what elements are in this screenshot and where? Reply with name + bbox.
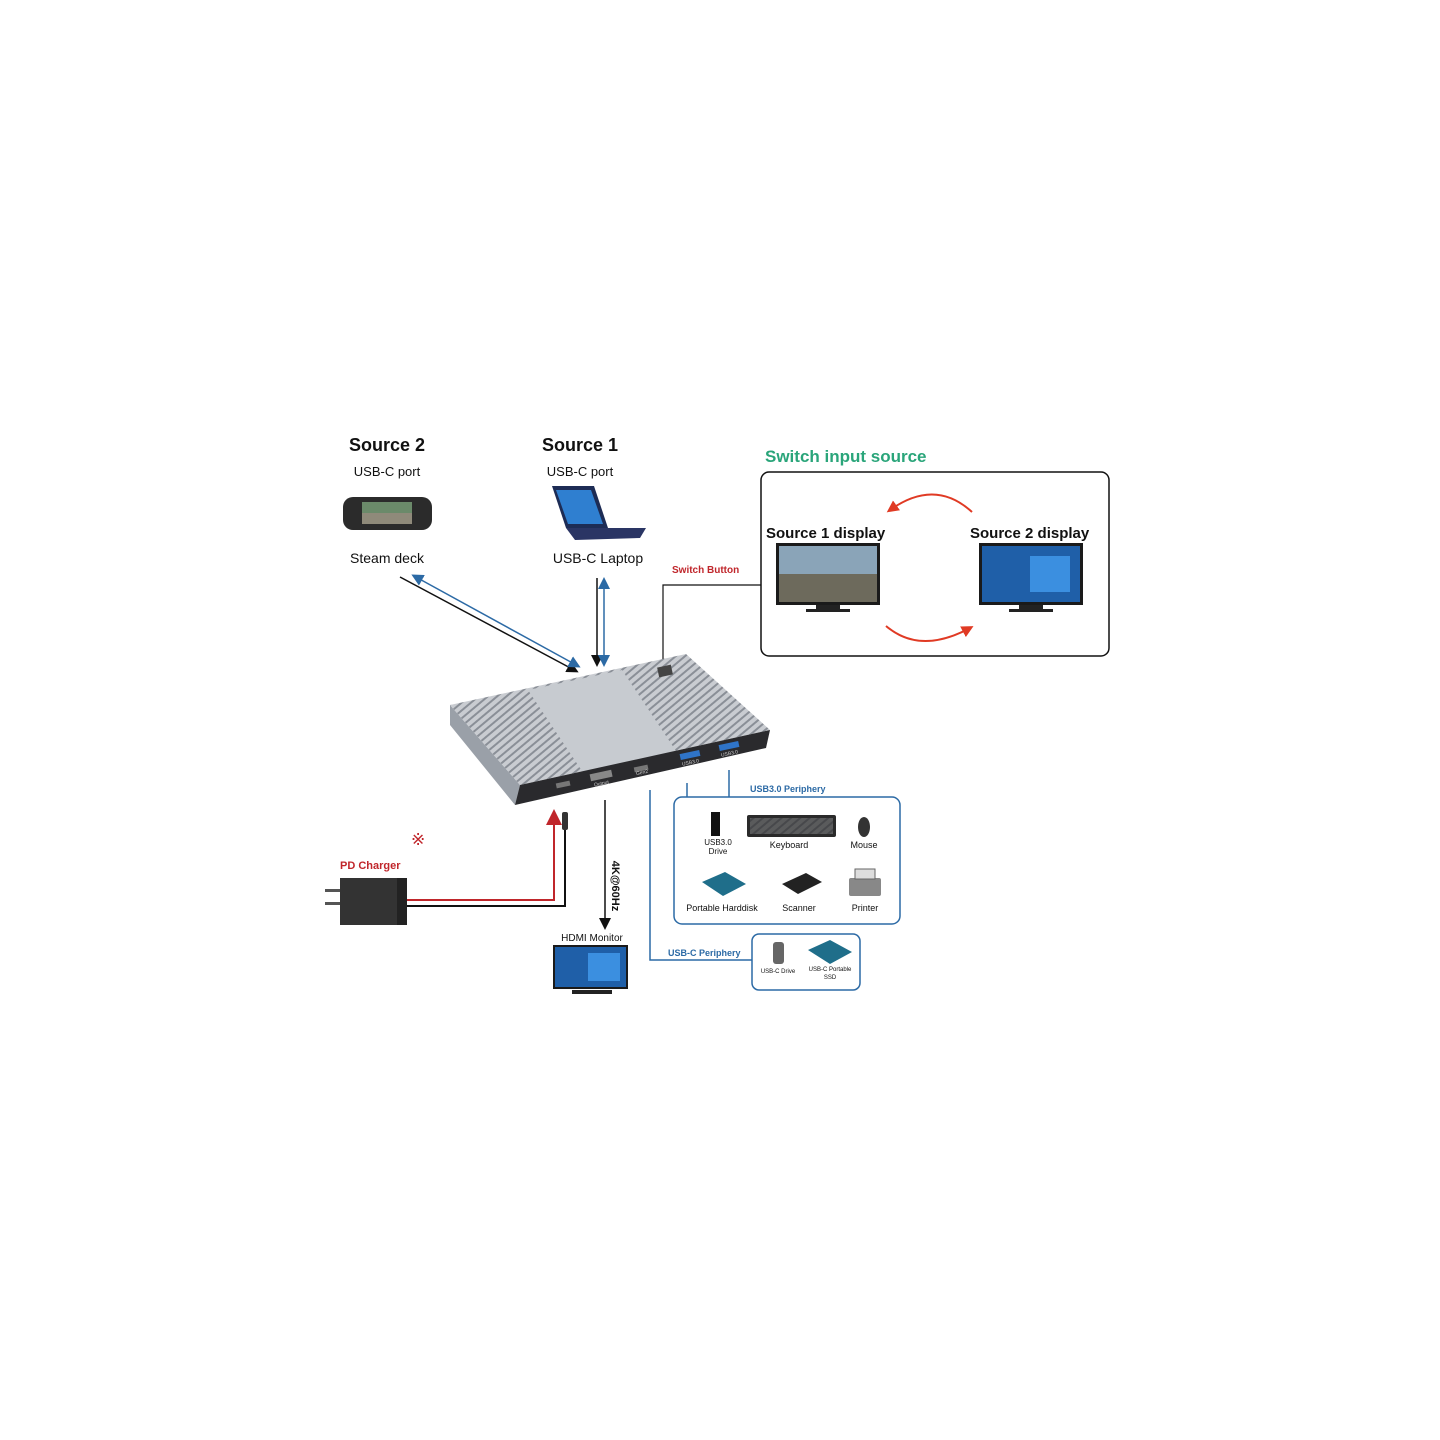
- source1-device: USB-C Laptop: [552, 550, 644, 566]
- power-cable-black: [407, 830, 566, 907]
- item-keyboard: Keyboard: [769, 840, 809, 850]
- usb3-periphery-title: USB3.0 Periphery: [750, 784, 826, 794]
- usb-drive-icon: [711, 812, 720, 836]
- source2-port: USB-C port: [353, 464, 421, 479]
- display1-label: Source 1 display: [766, 525, 886, 542]
- note-mark: ※: [411, 830, 426, 849]
- hdmi-monitor-label: HDMI Monitor: [561, 933, 623, 944]
- switch-arrow-bottom: [885, 625, 974, 642]
- usb-c-plug: [562, 812, 568, 830]
- power-line-red: [407, 809, 562, 901]
- source2-monitor-image: [979, 543, 1083, 612]
- portable-ssd-icon: [808, 940, 852, 964]
- hub-device: [450, 654, 770, 805]
- switch-arrow-top: [886, 493, 973, 513]
- switch-panel-box: [760, 471, 1110, 657]
- usbc-periphery-line: [649, 790, 752, 961]
- printer-icon: [849, 868, 881, 896]
- source2-video-arrow: [399, 576, 579, 673]
- steam-deck-image: [343, 497, 432, 530]
- source1-title: Source 1: [541, 435, 619, 455]
- usb3-periphery-box: [673, 796, 901, 925]
- usbc-drive-icon: [773, 942, 784, 964]
- source2-title: Source 2: [348, 435, 426, 455]
- source2-device: Steam deck: [350, 550, 424, 566]
- source1-port: USB-C port: [546, 464, 614, 479]
- usbc-periphery-box: [751, 933, 861, 991]
- item-scanner: Scanner: [782, 903, 816, 913]
- mouse-icon: [858, 817, 870, 837]
- item-portable-harddisk: Portable Harddisk: [686, 903, 758, 913]
- item-usb3-drive: USB3.0 Drive: [704, 838, 732, 856]
- switch-button-label: Switch Button: [672, 565, 740, 576]
- scanner-icon: [782, 873, 822, 894]
- item-mouse: Mouse: [850, 840, 878, 850]
- pd-charger-label: PD Charger: [340, 860, 401, 872]
- switch-button: [657, 664, 673, 678]
- usbc-periphery-title: USB-C Periphery: [668, 948, 741, 958]
- item-printer: Printer: [851, 903, 879, 913]
- switch-panel-title: Switch input source: [765, 447, 927, 466]
- pd-charger-image: [325, 878, 407, 925]
- hdmi-monitor-image: [553, 945, 628, 994]
- source1-monitor-image: [776, 543, 880, 612]
- item-usbc-drive: USB-C Drive: [760, 969, 796, 975]
- keyboard-icon: [747, 815, 836, 837]
- harddisk-icon: [702, 872, 746, 896]
- laptop-image: [552, 486, 646, 540]
- source2-data-arrow: [411, 574, 581, 668]
- switch-button-line: [662, 584, 761, 660]
- output-resolution: 4K@60Hz: [609, 860, 622, 912]
- item-usbc-ssd: USB-C Portable SSD: [808, 967, 852, 981]
- display2-label: Source 2 display: [970, 525, 1090, 542]
